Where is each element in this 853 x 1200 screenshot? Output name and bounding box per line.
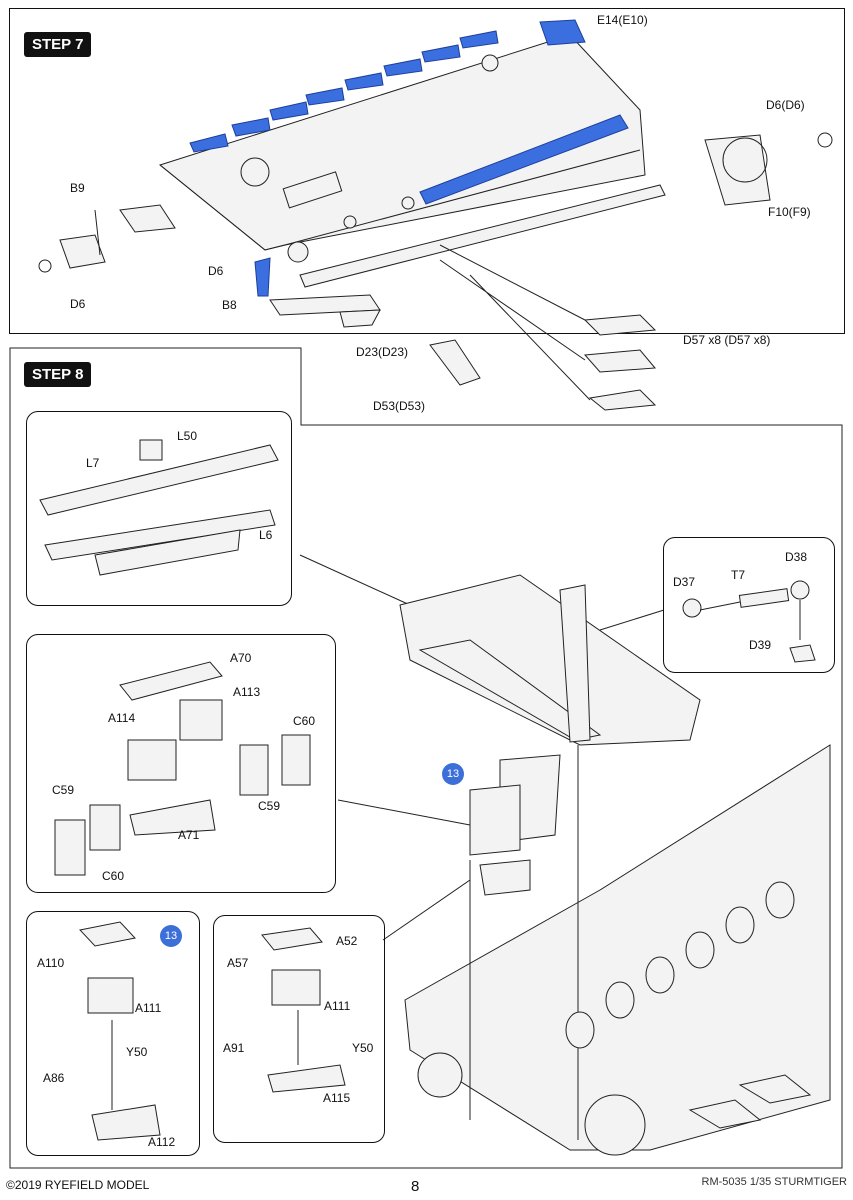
part-label: B8 bbox=[222, 298, 237, 312]
part-label: D23(D23) bbox=[356, 345, 409, 359]
step7-hull-drawing bbox=[38, 19, 833, 411]
callout-panel-box bbox=[26, 634, 336, 893]
callout-a57-drawing bbox=[261, 927, 346, 1093]
step8-hull-drawing bbox=[399, 574, 831, 1156]
part-label: A111 bbox=[324, 999, 351, 1013]
part-label: L7 bbox=[86, 456, 100, 470]
callout-panel-a110 bbox=[26, 911, 200, 1156]
page-number: 8 bbox=[411, 1178, 420, 1195]
part-label: D37 bbox=[673, 575, 696, 589]
part-label: C60 bbox=[102, 869, 125, 883]
part-label: C60 bbox=[293, 714, 316, 728]
part-label: L6 bbox=[259, 528, 273, 542]
part-label: A52 bbox=[336, 934, 358, 948]
callout-panel-l bbox=[26, 411, 292, 606]
callout-panel-a57 bbox=[213, 915, 385, 1143]
part-label: A86 bbox=[43, 1071, 65, 1085]
step7-badge: STEP 7 bbox=[24, 32, 92, 57]
part-label: E14(E10) bbox=[597, 13, 648, 27]
part-label: D57 x8 (D57 x8) bbox=[683, 333, 771, 347]
part-label: L50 bbox=[177, 429, 198, 443]
part-label: D39 bbox=[749, 638, 772, 652]
part-label: A115 bbox=[323, 1091, 351, 1105]
ref-number-badge: 13 bbox=[160, 925, 182, 947]
part-label: A111 bbox=[135, 1001, 162, 1015]
part-label: C59 bbox=[258, 799, 281, 813]
callout-box-drawing bbox=[54, 661, 311, 876]
part-label: A71 bbox=[178, 828, 200, 842]
ref-number-badge: 13 bbox=[442, 763, 464, 785]
part-label: T7 bbox=[731, 568, 746, 582]
part-label: Y50 bbox=[126, 1045, 148, 1059]
part-label: B9 bbox=[70, 181, 85, 195]
part-label: D53(D53) bbox=[373, 399, 426, 413]
part-label: A112 bbox=[148, 1135, 176, 1149]
part-label: Y50 bbox=[352, 1041, 374, 1055]
step8-frame-outline bbox=[9, 347, 843, 1169]
callout-a110-drawing bbox=[79, 921, 161, 1141]
part-label: A91 bbox=[223, 1041, 245, 1055]
callout-gun-drawing bbox=[682, 580, 816, 663]
part-label: F10(F9) bbox=[768, 205, 811, 219]
product-code: RM-5035 1/35 STURMTIGER bbox=[701, 1176, 847, 1188]
part-label: A110 bbox=[37, 956, 65, 970]
part-label: D6 bbox=[208, 264, 224, 278]
callout-l-drawing bbox=[39, 439, 279, 576]
part-label: A114 bbox=[108, 711, 136, 725]
part-label: D6(D6) bbox=[766, 98, 805, 112]
part-label: A70 bbox=[230, 651, 252, 665]
part-label: C59 bbox=[52, 783, 75, 797]
step8-badge: STEP 8 bbox=[24, 362, 92, 387]
callout-panel-gun bbox=[663, 537, 835, 673]
part-label: A57 bbox=[227, 956, 249, 970]
part-label: A113 bbox=[233, 685, 261, 699]
part-label: D6 bbox=[70, 297, 86, 311]
copyright: ©2019 RYEFIELD MODEL bbox=[6, 1178, 150, 1192]
part-label: D38 bbox=[785, 550, 808, 564]
step8-leader-lines bbox=[299, 554, 665, 941]
